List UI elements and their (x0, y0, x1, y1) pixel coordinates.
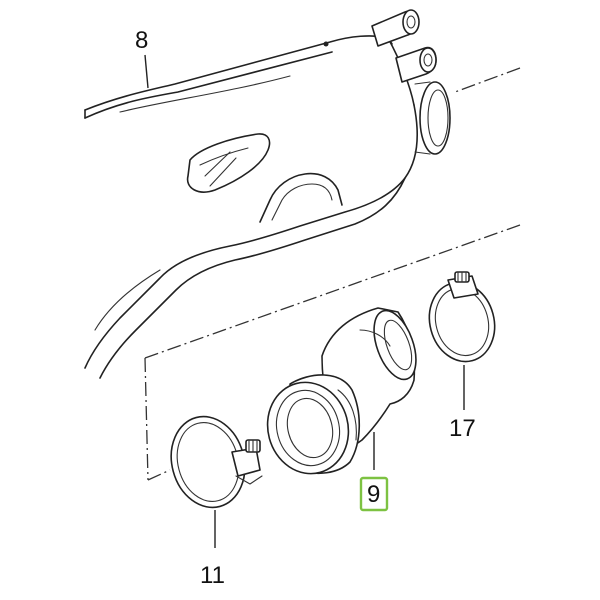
callout-8[interactable]: 8 (135, 27, 148, 54)
hose-clamp-upper[interactable] (421, 271, 504, 369)
hose-connector[interactable] (257, 305, 424, 483)
selected-part-highlight (359, 476, 389, 512)
callout-17[interactable]: 17 (449, 415, 476, 442)
reservoir-housing[interactable] (84, 9, 451, 379)
assembly-guide-lines (144, 67, 521, 481)
hose-clamp-lower[interactable] (161, 408, 263, 516)
leader-lines (144, 54, 465, 548)
callout-9[interactable]: 9 (367, 481, 380, 508)
callout-11[interactable]: 11 (200, 562, 225, 589)
